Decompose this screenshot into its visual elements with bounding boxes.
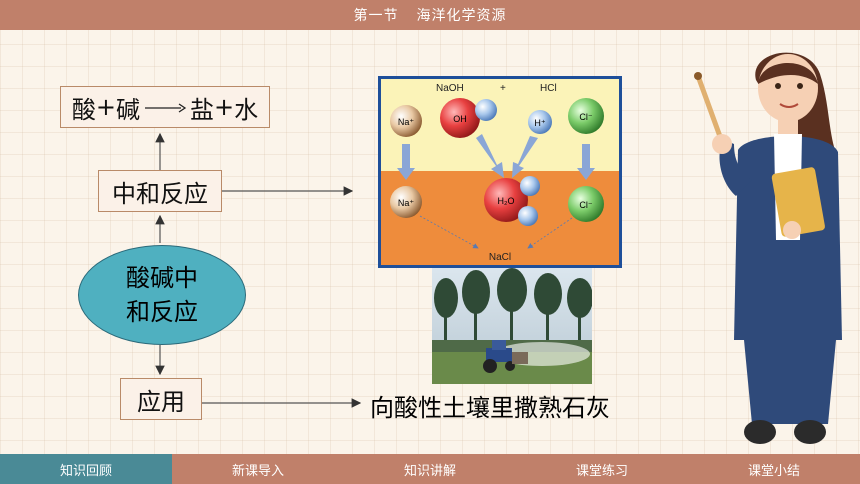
formula-arrow-icon <box>145 103 187 113</box>
fig-oh-label: OH <box>453 114 467 124</box>
tractor-field-photo <box>432 268 592 384</box>
nav-review[interactable]: 知识回顾 <box>0 454 172 484</box>
fig-nacl-label: NaCl <box>489 252 511 263</box>
lesson-title: 海洋化学资源 <box>416 8 507 24</box>
right-eye-icon <box>797 83 803 89</box>
right-shoe-icon <box>794 420 826 444</box>
pointer-tip-icon <box>694 72 702 80</box>
formula-water: 水 <box>234 95 259 124</box>
water-o-icon <box>484 178 528 222</box>
oh-down-arrow-icon <box>476 134 504 178</box>
formula-salt: 盐 <box>190 95 214 124</box>
fig-plus-label: + <box>500 83 506 94</box>
formula-box: 酸 + 碱 盐 + 水 <box>60 86 270 128</box>
left-arm-icon <box>719 140 752 196</box>
fig-cl2-label: Cl⁻ <box>579 200 592 210</box>
trousers-icon <box>744 340 836 424</box>
fig-na2-label: Na⁺ <box>398 198 415 208</box>
right-hand-icon <box>783 221 801 239</box>
water-h2-icon <box>518 206 538 226</box>
acid-base-neutralization-node: 酸碱中 和反应 <box>78 245 246 345</box>
na-ion-icon <box>390 105 422 137</box>
cl-down-arrow-icon <box>577 144 595 180</box>
folder-icon <box>771 167 825 237</box>
fig-h-label: H⁺ <box>534 118 545 128</box>
application-label: 应用 <box>137 387 185 416</box>
nav-intro[interactable]: 新课导入 <box>172 454 344 484</box>
bottom-nav: 知识回顾 新课导入 知识讲解 课堂练习 课堂小结 <box>0 454 860 484</box>
fig-naoh-label: NaOH <box>436 83 464 94</box>
application-box: 应用 <box>120 378 202 420</box>
center-line-1: 酸碱中 <box>126 264 198 292</box>
formula-base: 碱 <box>116 95 140 124</box>
nav-lecture-label: 知识讲解 <box>403 463 456 479</box>
na-ion-bottom-icon <box>390 186 422 218</box>
nav-lecture[interactable]: 知识讲解 <box>344 454 516 484</box>
fig-cl-label: Cl⁻ <box>579 112 592 122</box>
section-label: 第一节 <box>353 8 399 24</box>
hydroxide-h-icon <box>475 99 497 121</box>
cl-to-nacl-arrow-icon <box>527 217 573 249</box>
cl-ion-bottom-icon <box>568 186 604 222</box>
header-bar: 第一节 海洋化学资源 <box>0 0 860 30</box>
left-shoe-icon <box>744 420 776 444</box>
neck-icon <box>778 120 798 138</box>
application-description: 向酸性土壤里撒熟石灰 <box>370 394 610 422</box>
nav-review-label: 知识回顾 <box>59 463 112 479</box>
hydroxide-o-icon <box>440 98 480 138</box>
nav-practice-label: 课堂练习 <box>575 463 628 479</box>
fig-h2o-label: H₂O <box>498 196 515 206</box>
left-hand-icon <box>712 134 732 154</box>
fig-na-label: Na⁺ <box>398 117 415 127</box>
cl-ion-icon <box>568 98 604 134</box>
neutralization-box: 中和反应 <box>98 170 222 212</box>
nav-summary[interactable]: 课堂小结 <box>688 454 860 484</box>
photo-trees <box>434 268 592 342</box>
left-eye-icon <box>775 83 781 89</box>
water-h1-icon <box>520 176 540 196</box>
nav-intro-label: 新课导入 <box>231 463 284 479</box>
na-to-nacl-arrow-icon <box>419 215 479 249</box>
nav-summary-label: 课堂小结 <box>747 463 800 479</box>
center-line-2: 和反应 <box>126 298 198 326</box>
formula-plus-2: + <box>214 93 235 121</box>
neutralization-reaction-figure: NaOH + HCl Na⁺ OH H⁺ Cl⁻ Na⁺ H₂O Cl⁻ NaC… <box>378 76 622 268</box>
tractor-icon <box>483 340 528 373</box>
neutralization-label: 中和反应 <box>112 179 208 208</box>
teacher-illustration <box>694 52 842 444</box>
mouth-icon <box>779 103 799 108</box>
formula-acid: 酸 <box>71 95 96 124</box>
pointer-stick-icon <box>695 73 725 145</box>
formula-plus-1: + <box>95 93 116 121</box>
h-ion-icon <box>528 110 552 134</box>
fig-hcl-label: HCl <box>540 83 557 94</box>
h-down-arrow-icon <box>512 136 538 178</box>
bangs-icon <box>758 62 818 84</box>
na-down-arrow-icon <box>397 144 415 180</box>
nav-practice[interactable]: 课堂练习 <box>516 454 688 484</box>
